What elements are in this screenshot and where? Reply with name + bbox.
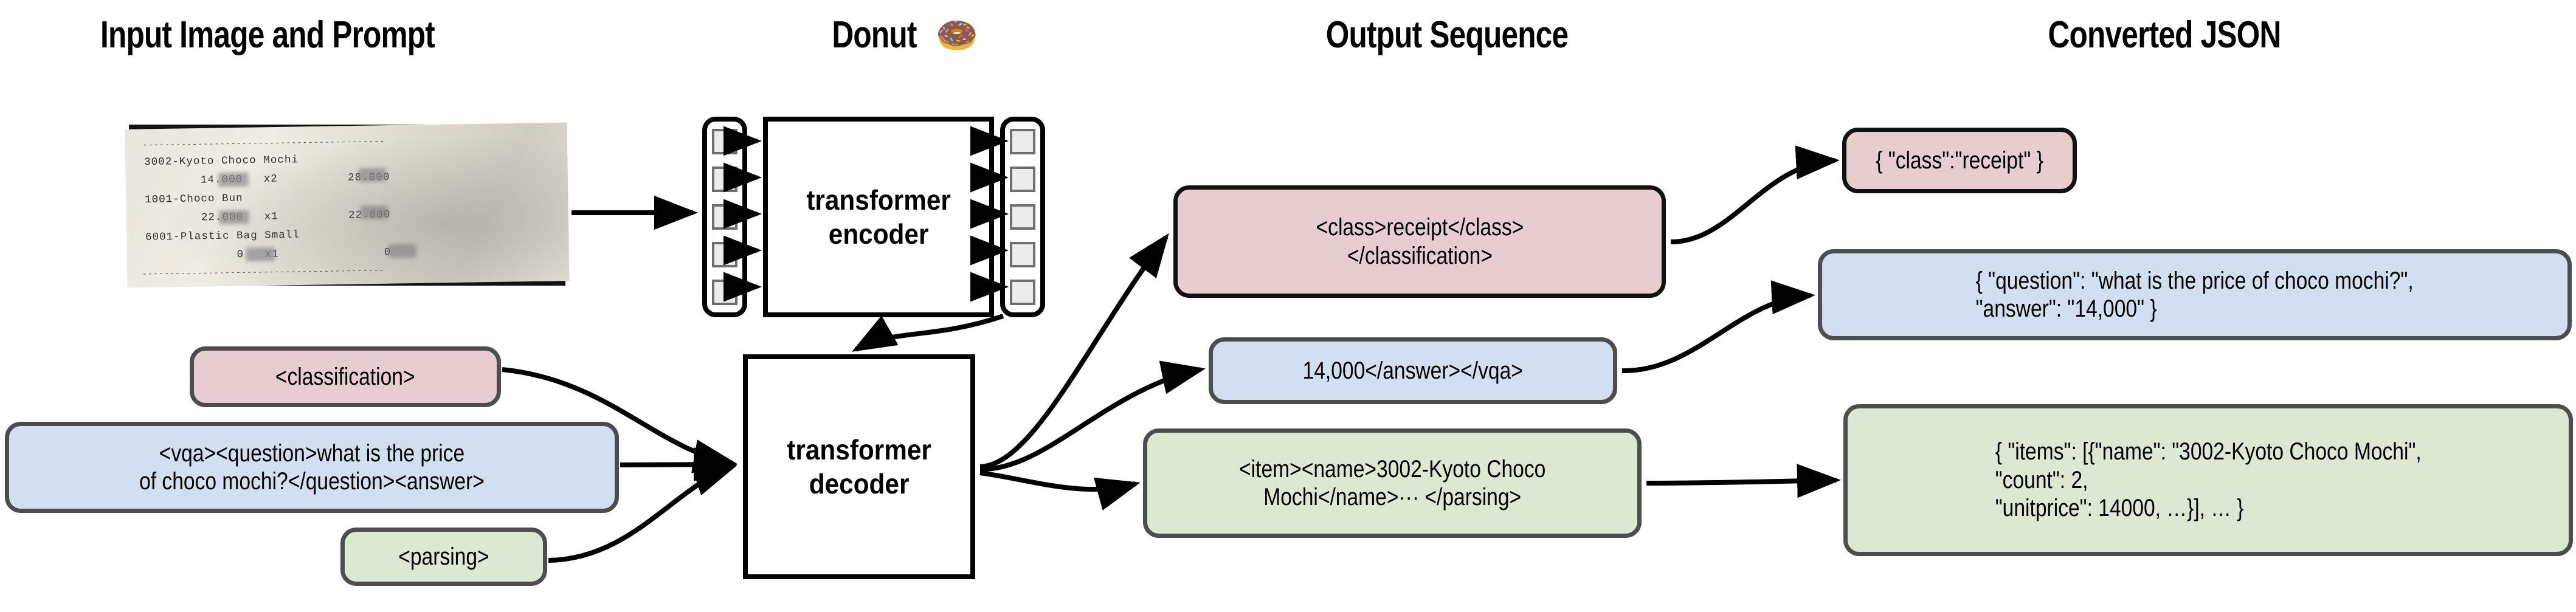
token-cell (1010, 204, 1035, 230)
arrow-vqa-output-to-json (1621, 280, 1815, 374)
token-cell (1010, 129, 1035, 154)
column-header-converted-json: Converted JSON (2048, 14, 2282, 56)
json-box-vqa[interactable]: { "question": "what is the price of choc… (1818, 249, 2572, 340)
output-box-parsing[interactable]: <item><name>3002-Kyoto Choco Mochi</name… (1143, 428, 1642, 538)
prompt-box-classification[interactable]: <classification> (190, 346, 501, 407)
arrow-decoder-to-vqa-output (979, 360, 1206, 472)
output-box-vqa[interactable]: 14,000</answer></vqa> (1209, 337, 1617, 404)
arrow-parsing-prompt-to-decoder (548, 462, 737, 563)
arrow-encoder-to-decoder (852, 314, 1004, 352)
arrow-parsing-output-to-json (1646, 464, 1841, 498)
prompt-classification-text: <classification> (275, 363, 415, 390)
column-header-output-sequence: Output Sequence (1325, 14, 1569, 56)
json-box-classification[interactable]: { "class":"receipt" } (1842, 128, 2077, 193)
transformer-decoder-block: transformer decoder (743, 354, 975, 579)
transformer-encoder-block: transformer encoder (763, 117, 994, 317)
json-classification-text: { "class":"receipt" } (1876, 146, 2043, 174)
input-receipt-image: ----------------------------------------… (125, 122, 570, 288)
prompt-parsing-text: <parsing> (398, 543, 489, 570)
arrow-decoder-to-classification-output (979, 233, 1169, 469)
token-cell (1010, 242, 1035, 267)
json-vqa-text: { "question": "what is the price of choc… (1975, 267, 2414, 322)
json-box-parsing[interactable]: { "items": [{"name": "3002-Kyoto Choco M… (1843, 404, 2573, 556)
arrow-vqa-prompt-to-decoder (620, 447, 737, 482)
column-header-donut: Donut (832, 14, 917, 56)
prompt-box-parsing[interactable]: <parsing> (340, 528, 547, 586)
arrow-classification-prompt-to-decoder (502, 367, 737, 473)
transformer-decoder-label: transformer decoder (787, 433, 931, 500)
output-parsing-text: <item><name>3002-Kyoto Choco Mochi</name… (1238, 455, 1546, 511)
donut-icon: 🍩 (936, 15, 978, 54)
token-cell (1010, 167, 1035, 192)
output-classification-text: <class>receipt</class> </classification> (1316, 214, 1524, 269)
prompt-box-vqa[interactable]: <vqa><question>what is the price of choc… (5, 422, 619, 513)
output-box-classification[interactable]: <class>receipt</class> </classification> (1173, 185, 1666, 298)
json-parsing-text: { "items": [{"name": "3002-Kyoto Choco M… (1995, 438, 2422, 522)
output-vqa-text: 14,000</answer></vqa> (1302, 357, 1524, 384)
column-header-input-image-and-prompt: Input Image and Prompt (100, 14, 435, 56)
arrow-decoder-to-parsing-output (979, 470, 1141, 511)
transformer-encoder-label: transformer encoder (806, 184, 951, 250)
column-header-donut-group: Donut 🍩 (717, 13, 1082, 57)
prompt-vqa-text: <vqa><question>what is the price of choc… (139, 439, 485, 495)
arrow-classification-output-to-json (1670, 145, 1840, 244)
token-cell (1010, 280, 1035, 305)
